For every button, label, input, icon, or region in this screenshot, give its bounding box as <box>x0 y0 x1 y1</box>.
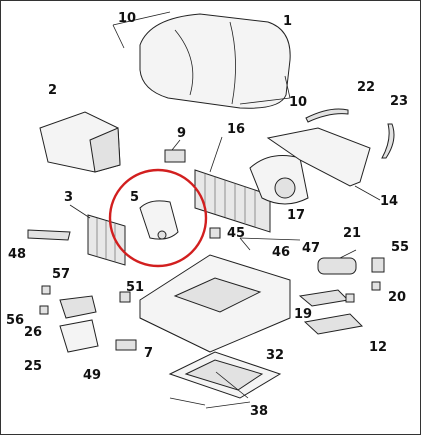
label-51: 51 <box>126 280 144 295</box>
label-46: 46 <box>272 245 290 260</box>
label-48: 48 <box>8 247 26 262</box>
part-32-ceiling-gasket <box>168 351 282 399</box>
part-2-housing <box>39 111 121 173</box>
label-49: 49 <box>83 368 101 383</box>
part-55-relay <box>371 257 385 273</box>
part-22-trim <box>305 108 349 123</box>
part-10-screws <box>112 11 291 105</box>
part-57-56-fittings <box>39 285 51 315</box>
label-26: 26 <box>24 325 42 340</box>
label-3: 3 <box>64 190 73 205</box>
label-25: 25 <box>24 359 42 374</box>
part-9-bracket <box>164 139 186 163</box>
label-10: 10 <box>289 95 307 110</box>
part-17-blower <box>249 155 309 205</box>
part-21-capacitor <box>317 249 357 275</box>
label-20: 20 <box>388 290 406 305</box>
part-51-clip <box>119 291 131 303</box>
label-32: 32 <box>266 348 284 363</box>
part-49-sensor <box>115 339 137 351</box>
label-47: 47 <box>302 241 320 256</box>
part-12-control-board <box>303 313 364 335</box>
label-19: 19 <box>294 307 312 322</box>
label-1: 1 <box>283 14 292 29</box>
label-22: 22 <box>357 80 375 95</box>
part-46-47-lines <box>239 237 301 251</box>
label-7: 7 <box>144 346 153 361</box>
part-48-gasket <box>27 229 71 241</box>
part-7-base-pan <box>139 254 291 353</box>
part-23-clip <box>381 123 395 159</box>
label-5: 5 <box>130 190 139 205</box>
part-16-coil <box>194 136 271 233</box>
part-1-shroud <box>139 13 291 109</box>
part-45-fitting <box>209 227 221 239</box>
label-12: 12 <box>369 340 387 355</box>
label-55: 55 <box>391 240 409 255</box>
label-38: 38 <box>250 404 268 419</box>
label-10: 10 <box>118 11 136 26</box>
label-21: 21 <box>343 226 361 241</box>
part-38-bolts <box>169 371 251 409</box>
highlight-circle <box>108 168 208 268</box>
label-45: 45 <box>227 226 245 241</box>
label-56: 56 <box>6 313 24 328</box>
part-20-terminals <box>345 281 381 303</box>
label-57: 57 <box>52 267 70 282</box>
part-26-box <box>59 295 97 319</box>
label-9: 9 <box>177 126 186 141</box>
part-19-bracket <box>298 289 350 307</box>
label-16: 16 <box>227 122 245 137</box>
part-5-motor <box>139 200 179 240</box>
label-2: 2 <box>48 83 57 98</box>
label-23: 23 <box>390 94 408 109</box>
label-17: 17 <box>287 208 305 223</box>
part-14-fan-shroud <box>266 127 381 201</box>
label-14: 14 <box>380 194 398 209</box>
part-3-evaporator <box>69 204 126 266</box>
part-25-tray <box>59 319 99 353</box>
